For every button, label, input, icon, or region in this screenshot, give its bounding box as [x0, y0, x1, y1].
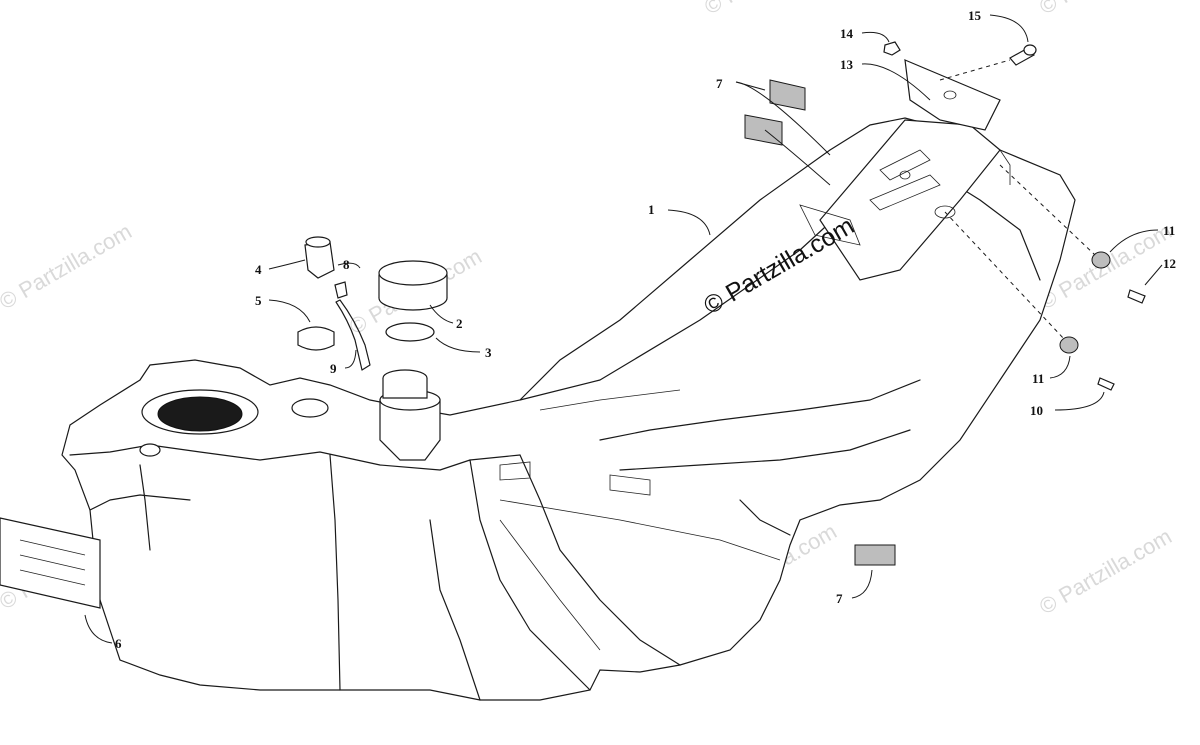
- callout-7: 7: [716, 76, 723, 91]
- callout-8: 8: [343, 257, 350, 272]
- callout-6: 6: [115, 636, 122, 651]
- screw: [1097, 377, 1115, 391]
- washer: [1091, 251, 1111, 269]
- nut: [883, 41, 901, 56]
- screw: [1127, 289, 1146, 304]
- callout-15: 15: [968, 8, 982, 23]
- rollover-valve: [304, 236, 335, 279]
- callout-1: 1: [648, 202, 655, 217]
- warning-decal: [0, 517, 101, 609]
- callout-10: 10: [1030, 403, 1043, 418]
- callout-13: 13: [840, 57, 854, 72]
- mounting-bracket: [904, 59, 1001, 131]
- watermark: © Partzilla.com: [1035, 524, 1176, 620]
- leader-lines: [84, 14, 1163, 644]
- bracket-hole: [943, 90, 957, 100]
- grommet: [297, 326, 335, 351]
- callout-11: 11: [1163, 223, 1175, 238]
- callout-4: 4: [255, 262, 262, 277]
- alignment-line: [939, 59, 1011, 81]
- vent-hose: [335, 299, 371, 371]
- alignment-line: [944, 211, 1066, 341]
- hose-fitting: [334, 281, 348, 299]
- callout-11: 11: [1032, 371, 1044, 386]
- decal-lines: [19, 539, 86, 586]
- fuel-cap: [378, 260, 448, 311]
- callout-5: 5: [255, 293, 262, 308]
- watermark: © Partzilla.com: [0, 219, 136, 315]
- bolt-head: [1023, 44, 1037, 56]
- watermark: © Partzilla.com: [700, 0, 841, 19]
- foam-pad: [854, 544, 896, 566]
- foam-pad: [744, 114, 783, 146]
- o-ring: [385, 322, 435, 342]
- callout-2: 2: [456, 316, 463, 331]
- foam-pad: [769, 79, 806, 111]
- callout-14: 14: [840, 26, 854, 41]
- callout-3: 3: [485, 345, 492, 360]
- callout-9: 9: [330, 361, 337, 376]
- callout-12: 12: [1163, 256, 1176, 271]
- fuel-tank: [61, 117, 1076, 701]
- washer: [1059, 336, 1079, 354]
- callout-7: 7: [836, 591, 843, 606]
- callouts: 1 2 3 4 5 6 7 7 8 9 10 11 11 12 13 14 15: [115, 8, 1176, 651]
- alignment-line: [999, 164, 1096, 256]
- watermark: © Partzilla.com: [1035, 0, 1176, 19]
